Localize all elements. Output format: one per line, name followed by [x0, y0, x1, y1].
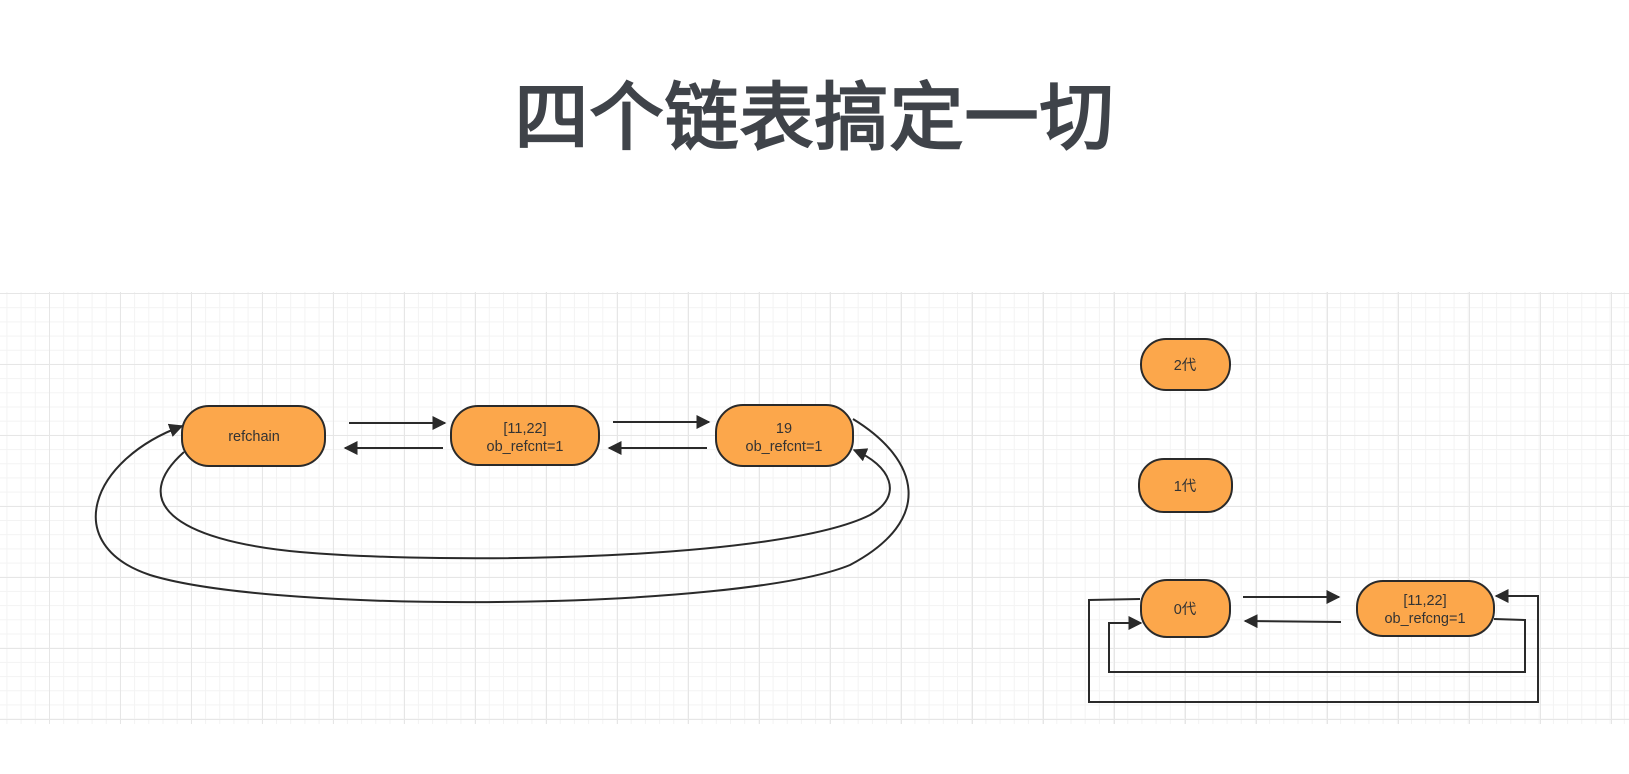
- edge-int-to-refchain-loop: [94, 418, 910, 604]
- node-gen1-label: 1代: [1174, 478, 1197, 495]
- node-int-line2: ob_refcnt=1: [746, 439, 823, 455]
- node-list-11-22: [11,22] ob_refcnt=1: [450, 405, 600, 466]
- node-int-line1: 19: [776, 421, 792, 437]
- node-refchain-label: refchain: [228, 429, 280, 445]
- node-gen2: 2代: [1140, 338, 1231, 391]
- node-list-line2: ob_refcnt=1: [487, 439, 564, 455]
- node-int-19: 19 ob_refcnt=1: [715, 404, 854, 467]
- edge-list-to-gen0-loop: [1108, 616, 1526, 673]
- edge-list-to-gen0: [1243, 614, 1342, 629]
- node-gen0: 0代: [1140, 579, 1231, 638]
- node-gen2-label: 2代: [1174, 357, 1197, 374]
- node-gen0-list-line1: [11,22]: [1403, 593, 1446, 609]
- node-refchain: refchain: [181, 405, 326, 467]
- edge-gen0-to-list-loop: [1088, 589, 1539, 703]
- node-gen0-list-line2: ob_refcng=1: [1384, 611, 1465, 627]
- node-gen0-list-11-22: [11,22] ob_refcng=1: [1356, 580, 1495, 637]
- node-gen0-label: 0代: [1174, 601, 1197, 618]
- node-list-line1: [11,22]: [503, 421, 546, 437]
- edge-refchain-to-int-loop: [159, 448, 891, 560]
- node-gen1: 1代: [1138, 458, 1233, 513]
- canvas-grid: [0, 292, 1629, 724]
- page-title: 四个链表搞定一切: [514, 75, 1115, 161]
